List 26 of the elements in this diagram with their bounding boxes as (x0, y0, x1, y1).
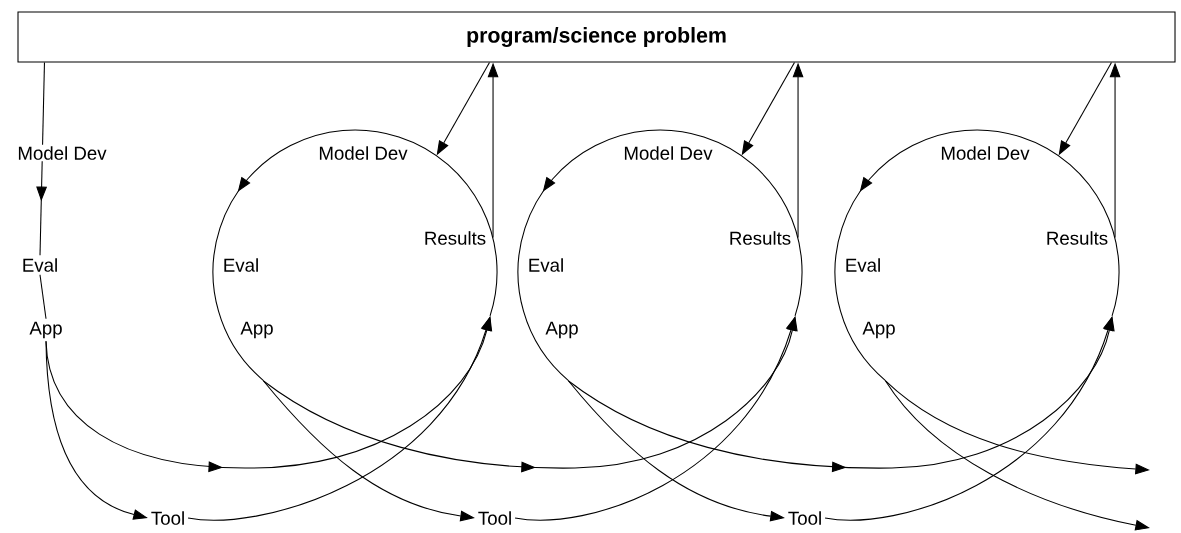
stage-label: Model Dev (624, 146, 713, 160)
arrow (568, 316, 1115, 473)
stage-label: Results (1047, 231, 1108, 245)
stage-label: App (862, 321, 895, 339)
stage-label: App (545, 321, 578, 339)
arrow (824, 316, 1114, 521)
arrow (187, 316, 492, 521)
stage-label: Eval (224, 258, 258, 272)
problem-box: program/science problem (17, 11, 1176, 63)
stage-label: Results (730, 231, 791, 245)
stage-label: Model Dev (319, 146, 408, 160)
stage-label: App (240, 321, 273, 339)
arrow (36, 62, 48, 256)
arrow (514, 316, 797, 521)
arrow (45, 316, 493, 473)
stage-label: Results (425, 231, 486, 245)
stage-label: Tool (478, 511, 511, 525)
stage-label: Eval (529, 258, 563, 272)
stage-label: Eval (846, 258, 880, 272)
stage-label: Tool (788, 511, 821, 525)
edge-label: Model Dev (16, 144, 108, 162)
arrow (263, 316, 798, 473)
stage-label: Tool (151, 511, 184, 525)
stage-label: Model Dev (941, 146, 1030, 160)
stage-label: App (29, 321, 62, 339)
stage-label: Eval (23, 258, 57, 272)
